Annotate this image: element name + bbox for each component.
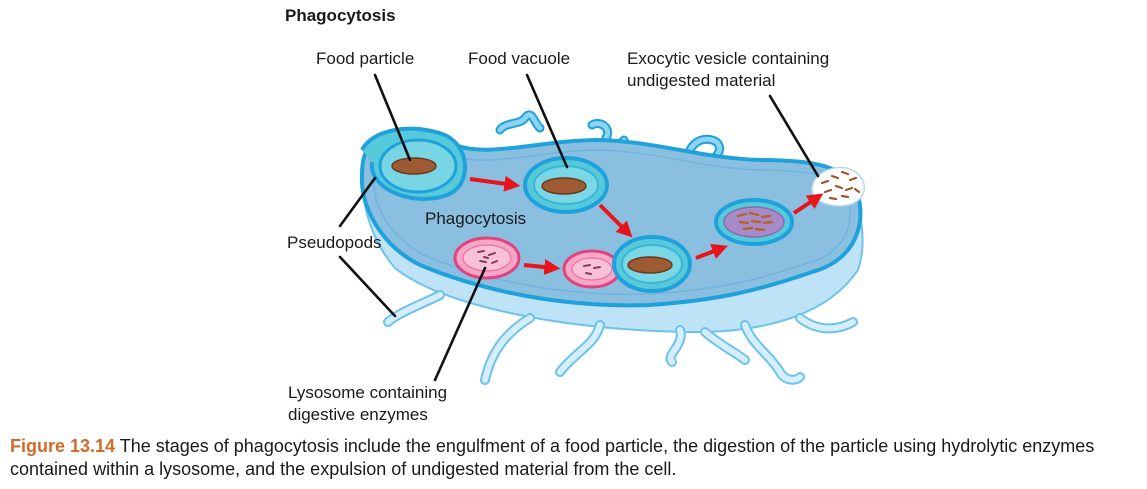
digesting-vacuole bbox=[714, 198, 794, 246]
leader-pseudopod-upper bbox=[338, 176, 377, 228]
food-particle-2 bbox=[541, 177, 587, 195]
pseudopod-tendrils bbox=[383, 110, 858, 385]
diagram-title: Phagocytosis bbox=[285, 6, 396, 25]
phagocytosis-diagram: Phagocytosis bbox=[285, 6, 866, 424]
leader-lysosome bbox=[433, 266, 487, 382]
leader-food-vacuole bbox=[525, 73, 569, 169]
food-vacuole bbox=[523, 156, 609, 214]
leader-food-particle bbox=[373, 73, 412, 162]
leader-lines bbox=[338, 73, 820, 382]
label-exocytic-line2: undigested material bbox=[627, 71, 775, 90]
label-lysosome-line2: digestive enzymes bbox=[288, 405, 428, 424]
arrow-engulf-to-vacuole bbox=[469, 175, 521, 192]
arrow-lysosome-move bbox=[523, 259, 561, 276]
label-lysosome-line1: Lysosome containing bbox=[288, 383, 447, 402]
figure-caption: Figure 13.14 The stages of phagocytosis … bbox=[10, 435, 1142, 481]
leader-exocytic-vesicle bbox=[768, 94, 820, 178]
lysosome-moving bbox=[562, 249, 622, 289]
arrow-fusion-to-digest bbox=[695, 243, 728, 260]
lysosome bbox=[453, 236, 521, 280]
arrow-digest-to-exocytosis bbox=[792, 193, 824, 215]
label-exocytic-line1: Exocytic vesicle containing bbox=[627, 49, 829, 68]
label-food-particle: Food particle bbox=[316, 49, 414, 68]
food-particle-3 bbox=[627, 256, 673, 274]
leader-pseudopod-lower bbox=[338, 255, 397, 318]
figure-number: Figure 13.14 bbox=[10, 436, 116, 456]
food-particle-1 bbox=[391, 157, 437, 175]
arrow-vacuole-to-fusion bbox=[598, 203, 633, 238]
process-arrows bbox=[469, 175, 824, 276]
label-food-vacuole: Food vacuole bbox=[468, 49, 570, 68]
fusing-vacuole bbox=[612, 235, 692, 293]
label-pseudopods: Pseudopods bbox=[287, 233, 382, 252]
caption-text: The stages of phagocytosis include the e… bbox=[10, 436, 1095, 479]
label-phagocytosis-inner: Phagocytosis bbox=[425, 209, 526, 228]
engulfing-pseudopod bbox=[360, 126, 467, 201]
